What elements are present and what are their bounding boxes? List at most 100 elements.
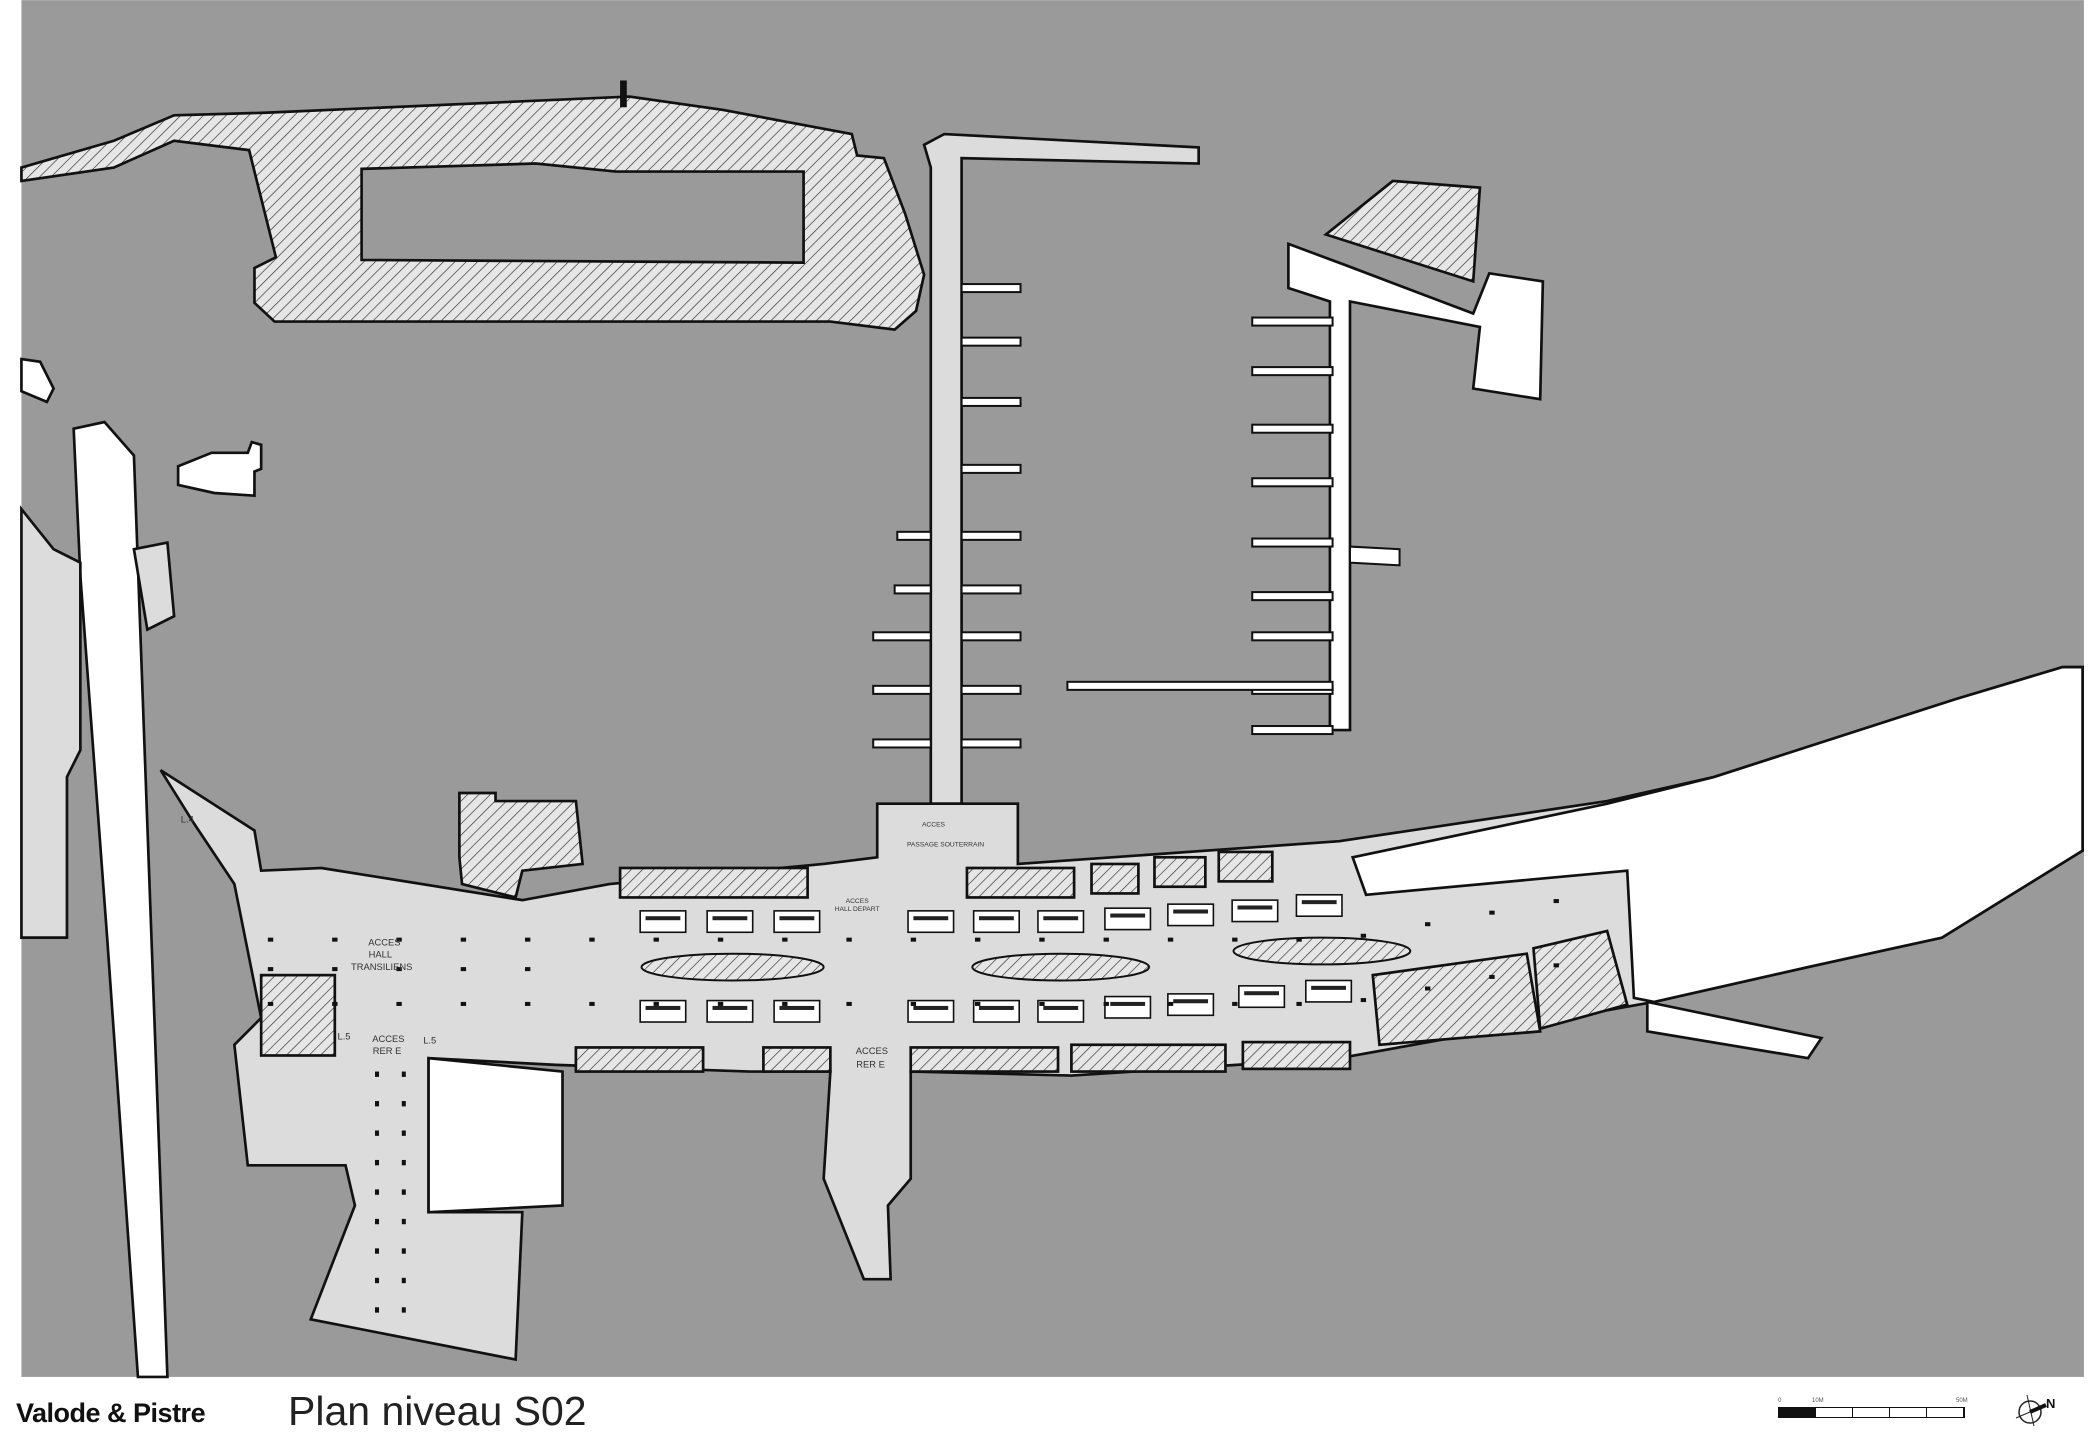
pillar bbox=[1167, 937, 1174, 942]
label-rer-e-center: RER E bbox=[856, 1060, 885, 1070]
kiosk-counter bbox=[1043, 1005, 1079, 1010]
pillar bbox=[396, 1001, 402, 1006]
kiosk bbox=[773, 910, 821, 934]
passage-branch bbox=[960, 336, 1022, 347]
pillar bbox=[332, 967, 338, 972]
pillar bbox=[375, 1071, 380, 1077]
pillar bbox=[375, 1277, 380, 1284]
platform-branch bbox=[1251, 423, 1334, 434]
label-l5-a: L.5 bbox=[338, 1031, 351, 1041]
pillar bbox=[460, 1001, 467, 1006]
passage-branch bbox=[960, 530, 1022, 541]
pillar bbox=[525, 1001, 531, 1006]
pillar bbox=[332, 937, 338, 942]
kiosk bbox=[1167, 903, 1215, 927]
scale-end: 50M bbox=[1956, 1398, 1968, 1404]
pillar bbox=[1360, 933, 1367, 938]
pillar bbox=[267, 967, 274, 972]
label-rer-e-left: RER E bbox=[373, 1046, 402, 1056]
passage-branch bbox=[960, 684, 1022, 695]
kiosk-counter bbox=[712, 916, 748, 921]
pillar bbox=[589, 1001, 595, 1006]
platform-branch bbox=[1251, 631, 1334, 642]
left-track bbox=[20, 357, 176, 1379]
passage-branch bbox=[960, 584, 1022, 595]
pillar bbox=[1296, 937, 1302, 942]
kiosk bbox=[972, 999, 1020, 1023]
pillar bbox=[1296, 1001, 1302, 1006]
kiosk-counter bbox=[1110, 913, 1146, 918]
pillar bbox=[401, 1218, 406, 1225]
main-hall bbox=[159, 665, 2084, 1362]
platform-branch bbox=[1251, 366, 1334, 377]
kiosk-counter bbox=[1110, 1001, 1146, 1006]
parking-structure bbox=[20, 80, 926, 332]
drawing-title: Plan niveau S02 bbox=[288, 1388, 587, 1434]
passage-branch bbox=[960, 738, 1022, 749]
label-l5-b: L.5 bbox=[423, 1035, 436, 1045]
pillar bbox=[375, 1101, 380, 1107]
pillar bbox=[401, 1130, 406, 1136]
kiosk-counter bbox=[779, 1005, 815, 1010]
pillar bbox=[375, 1189, 380, 1195]
kiosk-counter bbox=[979, 1005, 1014, 1010]
pillar bbox=[396, 967, 402, 972]
kiosk bbox=[1037, 999, 1085, 1023]
pillar bbox=[1103, 937, 1109, 942]
pillar bbox=[401, 1277, 406, 1284]
pillar bbox=[1360, 998, 1367, 1003]
pillar bbox=[1553, 963, 1559, 968]
pillar bbox=[782, 1001, 788, 1006]
passage-branch bbox=[896, 530, 932, 541]
kiosk-counter bbox=[1244, 991, 1280, 996]
kiosk bbox=[773, 999, 821, 1023]
label-acces-rer-left: ACCES bbox=[372, 1034, 404, 1044]
kiosk bbox=[639, 910, 687, 934]
pillar bbox=[1425, 986, 1431, 991]
pillar bbox=[1489, 974, 1495, 979]
passage-branch bbox=[960, 631, 1022, 642]
pillar bbox=[267, 1001, 274, 1006]
kiosk-counter bbox=[712, 1005, 748, 1010]
pillar bbox=[525, 967, 531, 972]
isolated-block bbox=[176, 440, 263, 498]
scale-bar: 0 10M 50M bbox=[1778, 1398, 1973, 1420]
pillar bbox=[1489, 910, 1495, 915]
pillar bbox=[267, 937, 274, 942]
pillar bbox=[846, 937, 852, 942]
kiosk bbox=[972, 910, 1020, 934]
pillar bbox=[910, 1001, 917, 1006]
plan-labels: ACCES PASSAGE SOUTERRAIN ACCES HALL DEPA… bbox=[181, 814, 984, 1069]
pillar bbox=[717, 937, 724, 942]
north-letter: N bbox=[2046, 1396, 2055, 1411]
label-acces-rer-center: ACCES bbox=[856, 1046, 888, 1056]
pillar bbox=[375, 1218, 380, 1225]
label-transiliens: TRANSILIENS bbox=[351, 962, 412, 972]
kiosk-counter bbox=[913, 916, 949, 921]
label-hall-depart: HALL DEPART bbox=[835, 906, 880, 913]
passage-branch bbox=[872, 684, 932, 695]
pillar bbox=[375, 1130, 380, 1136]
pillar bbox=[401, 1307, 406, 1313]
label-l4: L.4 bbox=[181, 814, 194, 824]
kiosk bbox=[1231, 899, 1279, 923]
pillar bbox=[975, 937, 981, 942]
underground-passage bbox=[872, 132, 1200, 806]
kiosk bbox=[1104, 907, 1152, 931]
kiosk-counter bbox=[1237, 905, 1273, 910]
pillar bbox=[653, 1001, 659, 1006]
kiosk bbox=[907, 910, 955, 934]
platform-branch bbox=[1251, 591, 1334, 602]
kiosk bbox=[1304, 979, 1353, 1003]
pillar bbox=[460, 967, 467, 972]
kiosk bbox=[639, 999, 687, 1023]
kiosk bbox=[1037, 910, 1085, 934]
kiosk-counter bbox=[1301, 900, 1337, 905]
kiosk-counter bbox=[913, 1005, 949, 1010]
platform-branch bbox=[1251, 477, 1334, 488]
kiosk bbox=[1167, 993, 1215, 1017]
pillar bbox=[396, 937, 402, 942]
kiosk bbox=[1238, 985, 1286, 1009]
kiosk-counter bbox=[979, 916, 1014, 921]
